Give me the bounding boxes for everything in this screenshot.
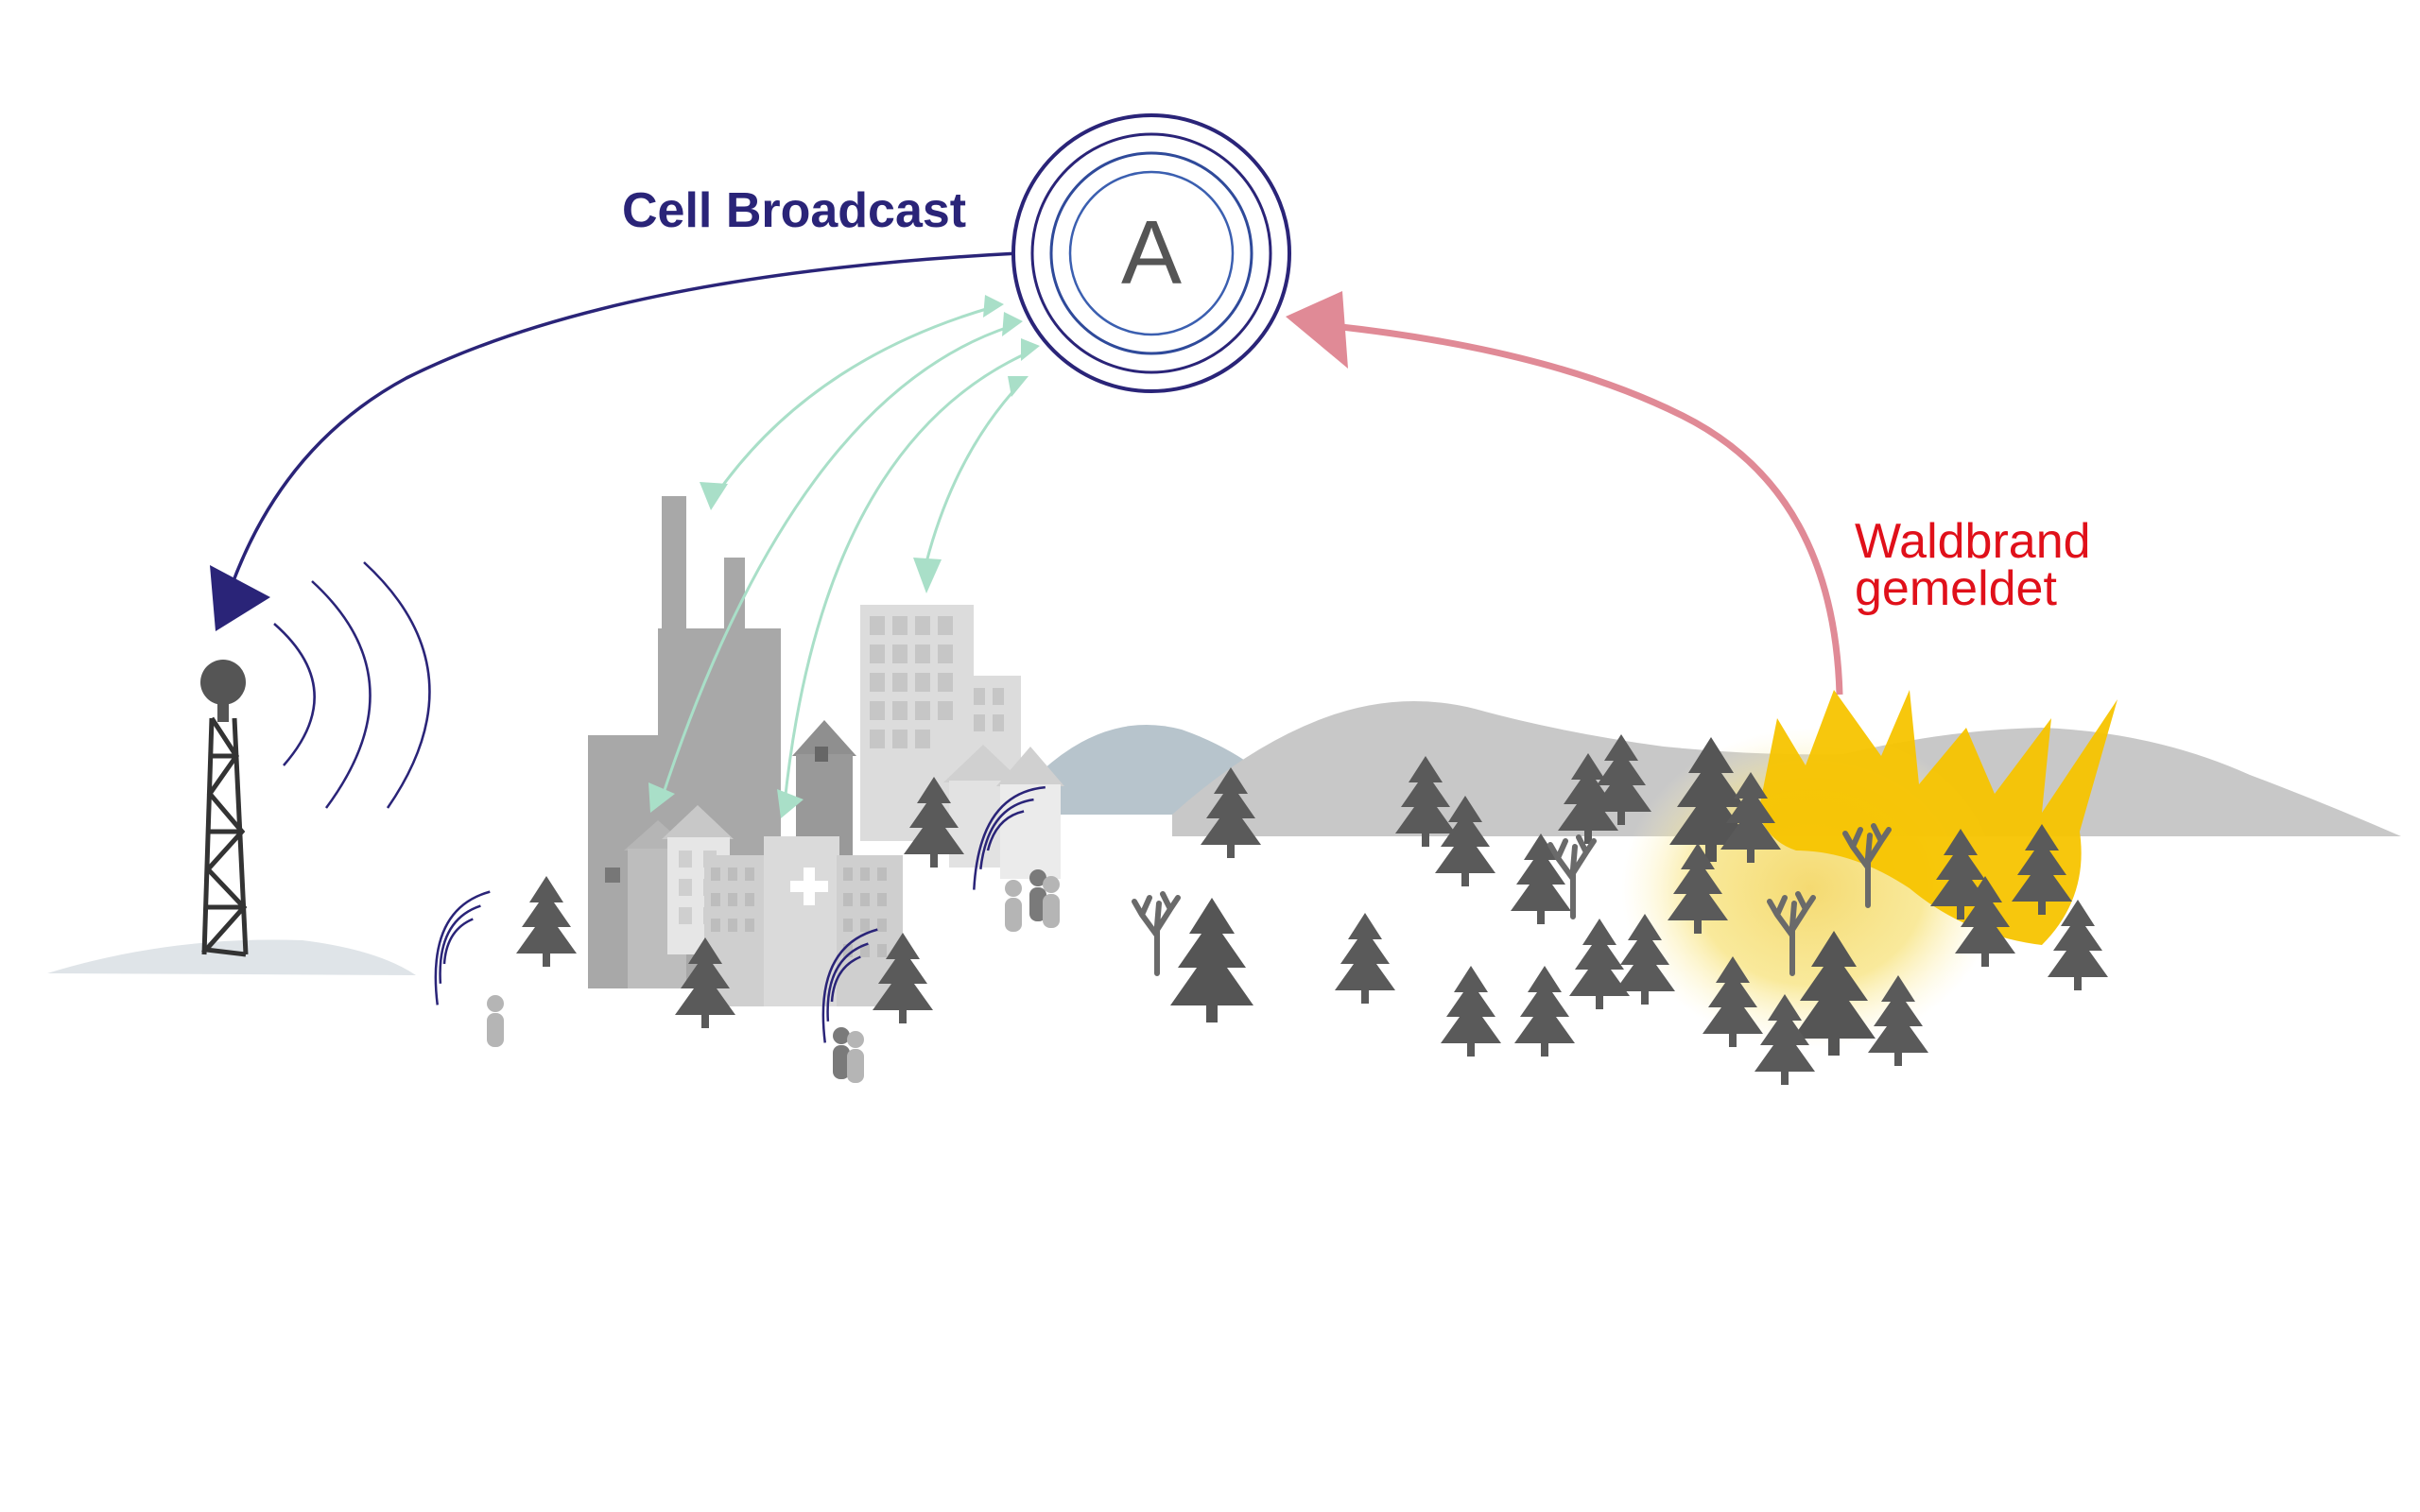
- fire-report-arrow: [1286, 291, 1843, 696]
- broadcast-arrow: [210, 251, 1020, 631]
- city-buildings: [588, 496, 1064, 1006]
- tower-signal-waves: [273, 561, 431, 809]
- people-receiving-alerts: [434, 785, 1060, 1083]
- cell-broadcast-label: Cell Broadcast: [622, 183, 966, 238]
- fire-label-line2: gemeldet: [1855, 561, 2057, 616]
- citizen-report-arrows: [660, 305, 1031, 804]
- cell-tower-icon: [200, 660, 249, 957]
- alert-hub-icon: A: [1011, 113, 1291, 393]
- citizen-report-arrowheads: [648, 295, 1040, 818]
- fire-label-line1: Waldbrand: [1855, 514, 2091, 569]
- tower-ground: [47, 939, 416, 975]
- hub-letter: A: [1121, 202, 1182, 303]
